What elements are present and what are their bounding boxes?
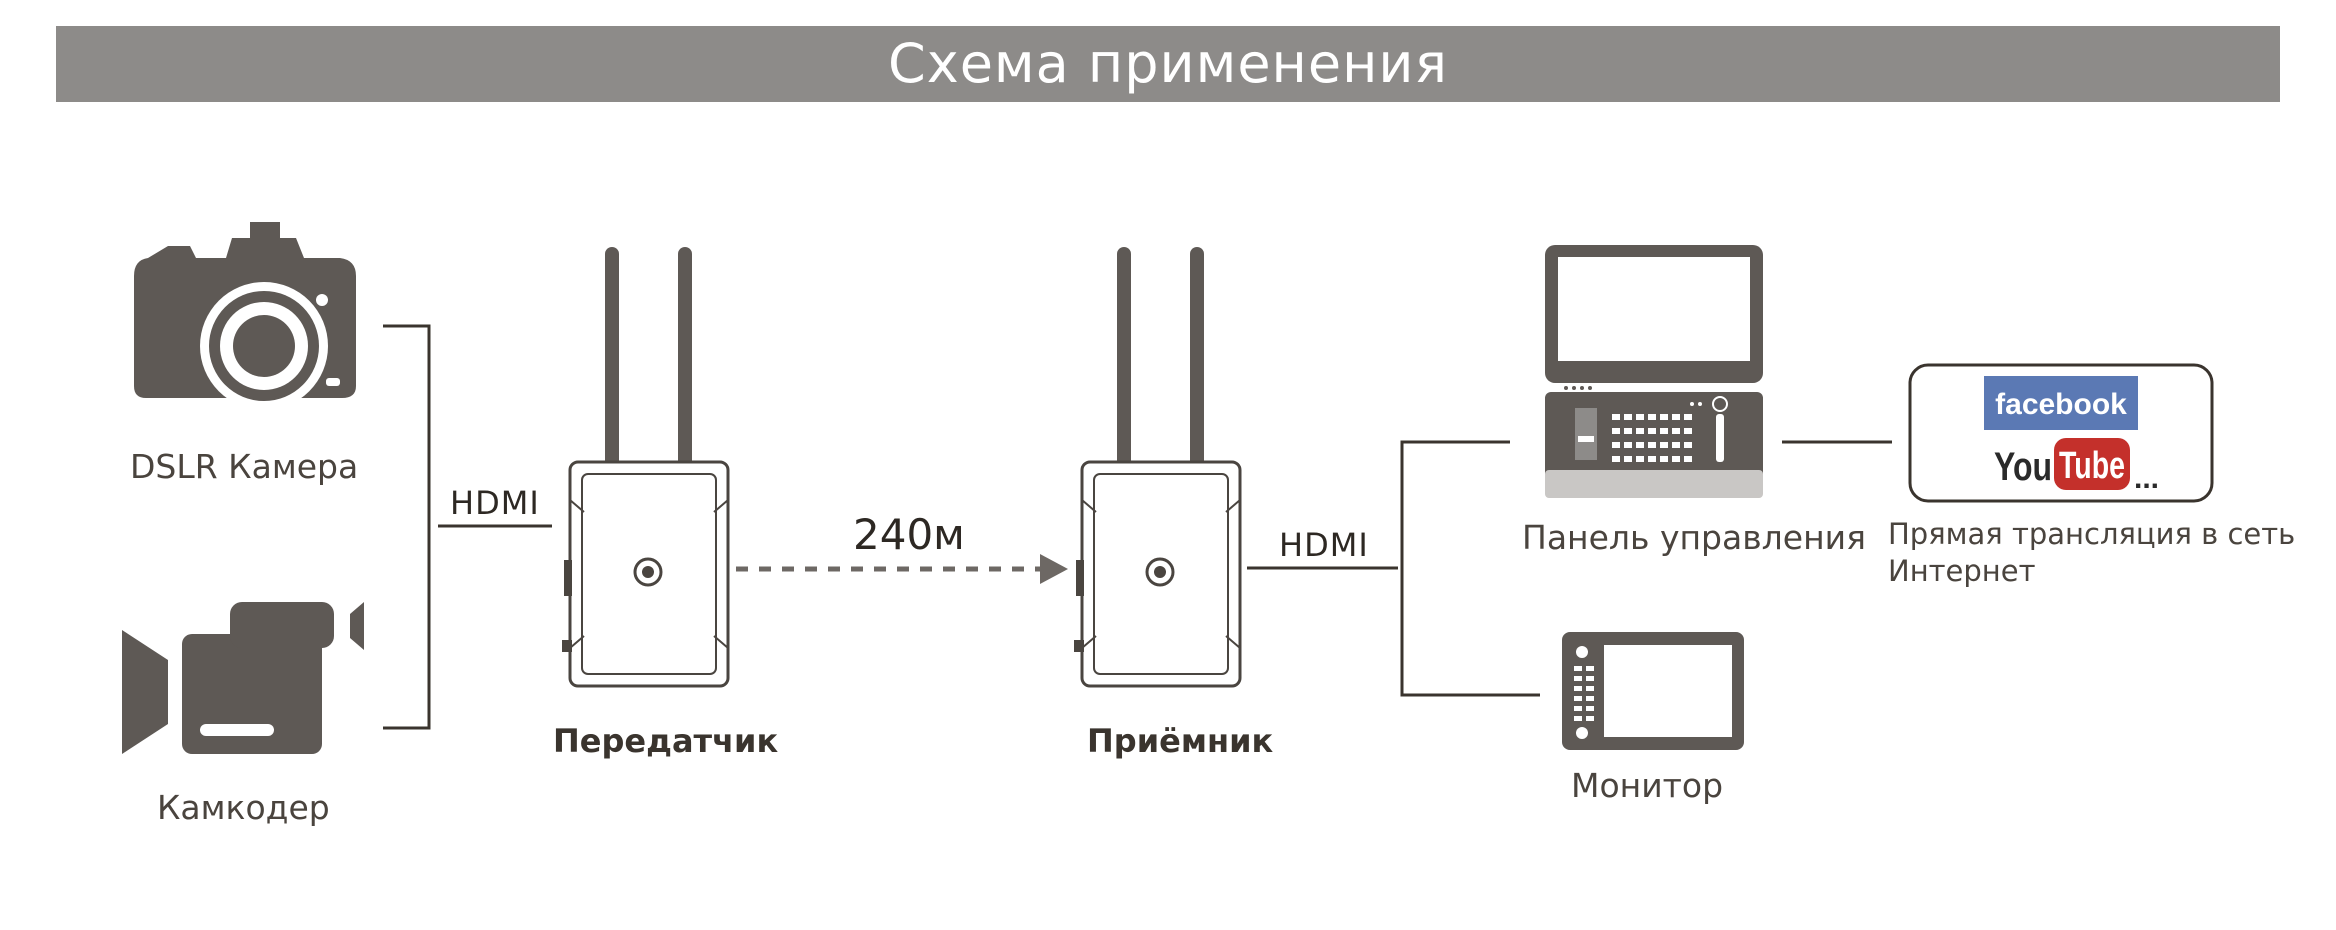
streaming-label-line1: Прямая трансляция в сеть [1888,517,2296,551]
control-panel-icon [1545,245,1763,498]
more-ellipsis: ... [2134,462,2159,495]
header-banner: Схема применения [56,26,2280,102]
camcorder-label: Камкодер [157,788,330,827]
transmitter-icon [562,247,730,688]
monitor-icon [1562,632,1744,750]
wireless-arrow-icon [1040,554,1068,584]
facebook-logo-text: facebook [1995,388,2127,421]
monitor-label: Монитор [1571,766,1724,805]
youtube-you-text: You [1994,445,2052,489]
receiver-icon [1074,247,1242,688]
camcorder-icon [122,602,364,754]
dslr-camera-label: DSLR Камера [130,447,359,486]
page-title: Схема применения [888,32,1448,95]
connector-lines [383,324,1892,730]
hdmi-out-label: HDMI [1279,526,1369,564]
control-panel-label: Панель управления [1522,518,1866,557]
source-bracket-line [383,324,431,730]
hdmi-in-label: HDMI [450,484,540,522]
output-bracket-line [1400,440,1540,697]
receiver-label: Приёмник [1087,722,1274,760]
transmitter-label: Передатчик [553,722,779,760]
distance-label: 240м [853,510,965,559]
dslr-camera-icon [134,222,356,410]
wireless-link [736,554,1068,584]
youtube-tube-text: Tube [2059,445,2125,487]
streaming-label-line2: Интернет [1888,554,2036,588]
streaming-logos-icon: facebook You Tube ... [1908,363,2214,503]
youtube-logo [2054,438,2130,490]
facebook-logo [1984,376,2138,430]
